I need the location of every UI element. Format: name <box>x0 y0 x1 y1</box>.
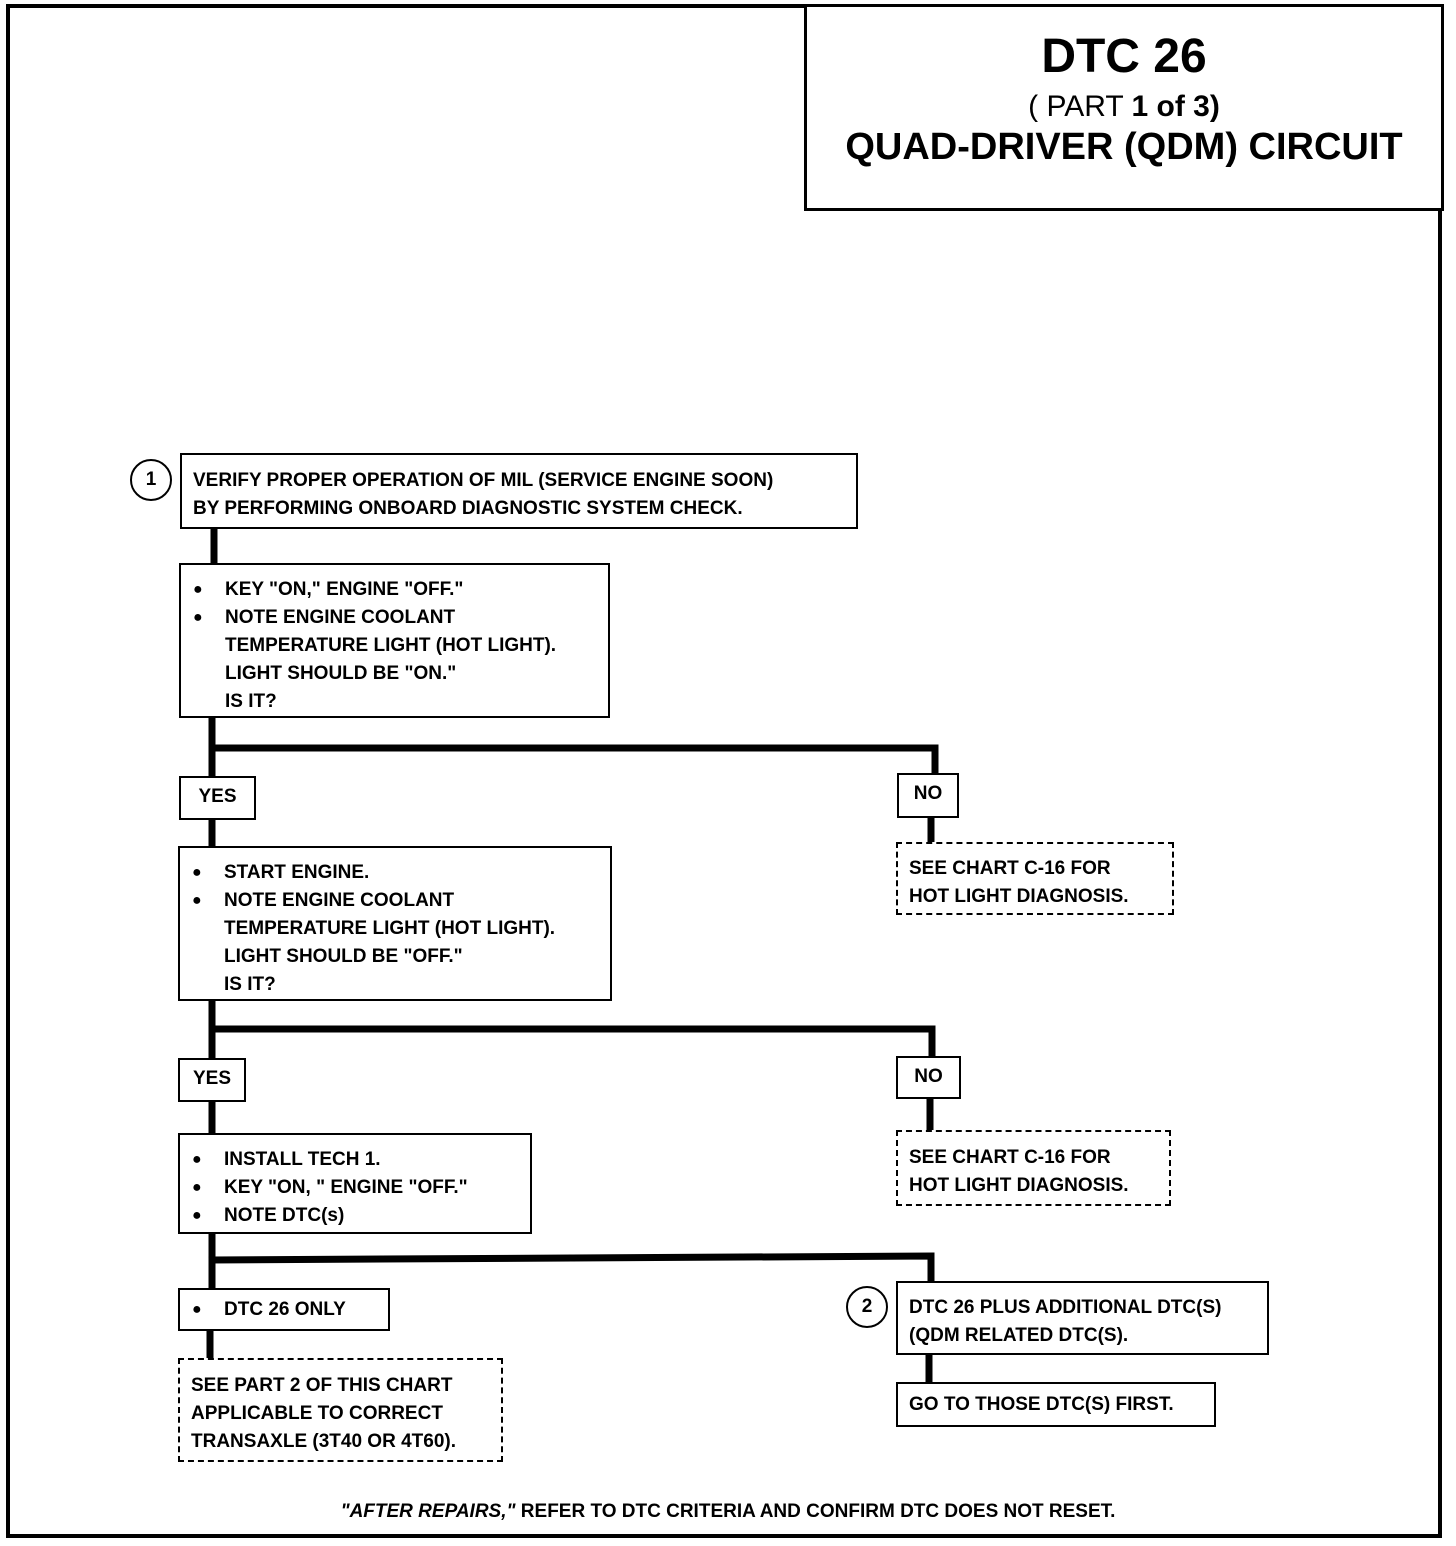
check-start-engine-box: START ENGINE. NOTE ENGINE COOLANT TEMPER… <box>178 846 612 1001</box>
page-frame <box>6 4 1442 1538</box>
step1-line-2: BY PERFORMING ONBOARD DIAGNOSTIC SYSTEM … <box>193 498 743 519</box>
no-label-2: NO <box>896 1056 961 1099</box>
title-block: DTC 26 ( PART 1 of 3) QUAD-DRIVER (QDM) … <box>804 4 1444 211</box>
step1-box: VERIFY PROPER OPERATION OF MIL (SERVICE … <box>180 453 858 529</box>
footer-note: "AFTER REPAIRS," REFER TO DTC CRITERIA A… <box>0 1500 1456 1524</box>
check-start-engine-item-1: START ENGINE. <box>180 859 610 887</box>
dtc-plus-line-1: DTC 26 PLUS ADDITIONAL DTC(S) <box>909 1297 1222 1318</box>
step-1-marker: 1 <box>130 459 172 501</box>
no-result-2-line-2: HOT LIGHT DIAGNOSIS. <box>909 1175 1129 1196</box>
dtc-plus-line-2: (QDM RELATED DTC(S). <box>909 1325 1129 1346</box>
no-label-1: NO <box>897 773 959 818</box>
title-circuit: QUAD-DRIVER (QDM) CIRCUIT <box>845 126 1403 168</box>
check-key-on-item-2: NOTE ENGINE COOLANT TEMPERATURE LIGHT (H… <box>181 604 608 716</box>
no-result-2-box: SEE CHART C-16 FOR HOT LIGHT DIAGNOSIS. <box>896 1130 1171 1206</box>
dtc-only-result-line-1: SEE PART 2 OF THIS CHART <box>191 1375 453 1396</box>
title-part-number: 1 of 3) <box>1131 90 1220 123</box>
page-title: DTC 26 <box>1041 30 1207 83</box>
step-2-marker: 2 <box>846 1286 888 1328</box>
dtc-plus-result-box: GO TO THOSE DTC(S) FIRST. <box>896 1382 1216 1427</box>
connector-branch2-no <box>208 1025 936 1060</box>
footer-rest: REFER TO DTC CRITERIA AND CONFIRM DTC DO… <box>515 1501 1116 1522</box>
install-tech-item-2: KEY "ON, " ENGINE "OFF." <box>180 1174 530 1202</box>
title-part: ( PART 1 of 3) <box>807 89 1441 125</box>
dtc-plus-result-text: GO TO THOSE DTC(S) FIRST. <box>909 1394 1174 1415</box>
title-part-prefix: ( PART <box>1028 90 1132 123</box>
no-result-1-box: SEE CHART C-16 FOR HOT LIGHT DIAGNOSIS. <box>896 842 1174 915</box>
no-result-1-line-2: HOT LIGHT DIAGNOSIS. <box>909 886 1129 907</box>
footer-italic: "AFTER REPAIRS," <box>340 1501 516 1522</box>
install-tech-item-3: NOTE DTC(s) <box>180 1202 530 1230</box>
yes-label-1: YES <box>179 776 256 820</box>
no-result-2-line-1: SEE CHART C-16 FOR <box>909 1147 1111 1168</box>
dtc-only-box: DTC 26 ONLY <box>178 1288 390 1331</box>
dtc-only-result-line-2: APPLICABLE TO CORRECT <box>191 1403 443 1424</box>
dtc-plus-box: DTC 26 PLUS ADDITIONAL DTC(S) (QDM RELAT… <box>896 1281 1269 1355</box>
yes-label-2: YES <box>178 1058 246 1102</box>
dtc-only-result-line-3: TRANSAXLE (3T40 OR 4T60). <box>191 1431 456 1452</box>
dtc-only-item: DTC 26 ONLY <box>180 1296 388 1324</box>
dtc-only-result-box: SEE PART 2 OF THIS CHART APPLICABLE TO C… <box>178 1358 503 1462</box>
no-result-1-line-1: SEE CHART C-16 FOR <box>909 858 1111 879</box>
check-start-engine-item-2: NOTE ENGINE COOLANT TEMPERATURE LIGHT (H… <box>180 887 610 999</box>
step1-line-1: VERIFY PROPER OPERATION OF MIL (SERVICE … <box>193 470 774 491</box>
install-tech-item-1: INSTALL TECH 1. <box>180 1146 530 1174</box>
install-tech-box: INSTALL TECH 1. KEY "ON, " ENGINE "OFF."… <box>178 1133 532 1234</box>
check-key-on-box: KEY "ON," ENGINE "OFF." NOTE ENGINE COOL… <box>179 563 610 718</box>
connector-branch1-no <box>208 744 939 777</box>
connector-branch3-dtc-plus <box>208 1252 935 1285</box>
check-key-on-item-1: KEY "ON," ENGINE "OFF." <box>181 576 608 604</box>
